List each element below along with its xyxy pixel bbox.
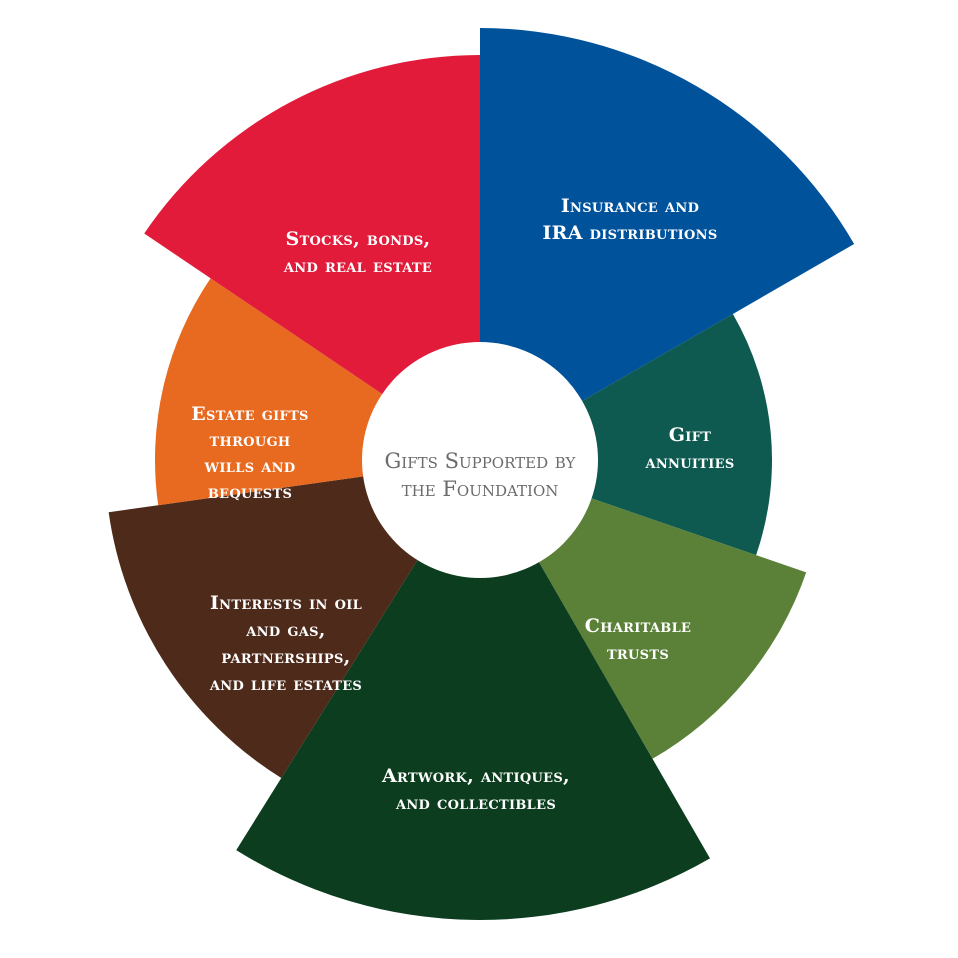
segment-label-line: and real estate (283, 255, 432, 277)
segment-label-line: Gift (669, 424, 711, 446)
segment-label-line: annuities (644, 451, 734, 473)
segment-insurance-ira (480, 28, 855, 440)
segment-label-line: partnerships, (221, 646, 350, 668)
segment-artwork-antiques (236, 493, 711, 920)
center-disc (362, 342, 598, 578)
center-title-line: the Foundation (402, 477, 559, 501)
segment-gift-annuities (514, 314, 773, 556)
segment-label-estate-gifts: Estate gifts through wills and bequests (191, 403, 308, 503)
segment-label-line: through (210, 429, 291, 451)
segment-label-artwork-antiques: Artwork, antiques, and collectibles (381, 765, 570, 814)
segments-layer (108, 28, 855, 920)
segment-label-line: and life estates (209, 673, 362, 695)
segment-label-gift-annuities: Gift annuities (644, 424, 734, 473)
segment-label-line: and gas, (245, 619, 325, 641)
segment-label-line: Charitable (585, 615, 691, 637)
center-title-line: Gifts Supported by (385, 449, 577, 473)
segment-label-line: Interests in oil (210, 592, 362, 614)
segment-charitable-trusts (500, 473, 807, 759)
segment-oil-gas-partnerships (108, 465, 459, 779)
segment-label-line: Artwork, antiques, (381, 765, 570, 787)
segment-label-line: and collectibles (395, 792, 556, 814)
segment-stocks-bonds (144, 55, 481, 438)
segment-label-line: Insurance and (561, 195, 699, 217)
segment-label-line: trusts (607, 642, 669, 664)
segment-label-line: IRA distributions (542, 222, 717, 244)
segment-label-line: Estate gifts (191, 403, 308, 425)
center-title: Gifts Supported by the Foundation (385, 449, 577, 501)
segment-label-charitable-trusts: Charitable trusts (585, 615, 691, 664)
segment-label-line: wills and (204, 455, 296, 477)
segment-label-line: bequests (208, 481, 292, 503)
segment-label-line: Stocks, bonds, (286, 228, 431, 250)
segment-label-oil-gas-partnerships: Interests in oil and gas, partnerships, and… (209, 592, 362, 695)
segment-label-stocks-bonds: Stocks, bonds, and real estate (283, 228, 432, 277)
